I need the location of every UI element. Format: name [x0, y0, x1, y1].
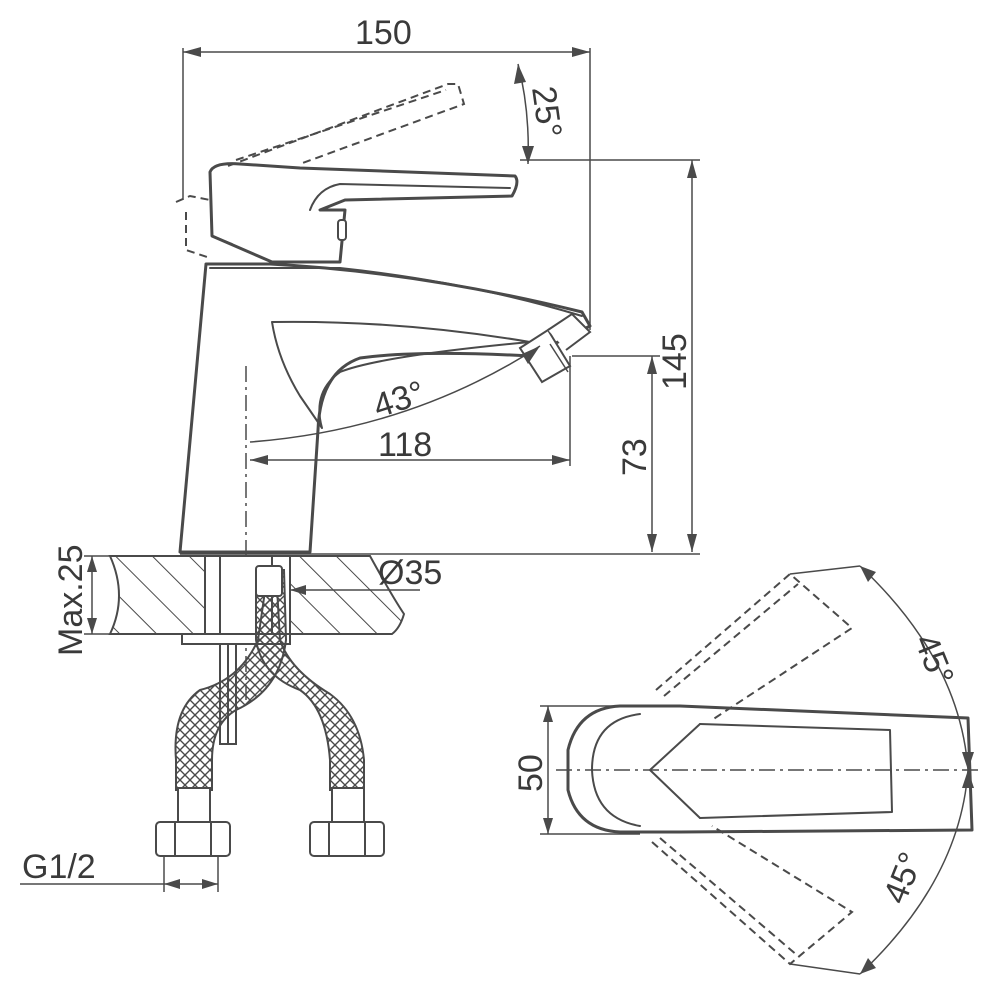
right-nut — [309, 787, 385, 857]
dimension-diameter-35: Ø35 — [290, 554, 442, 595]
dim-118-label: 118 — [378, 426, 432, 464]
handle-rotated-upper — [655, 572, 854, 721]
dim-g12-label: G1/2 — [22, 848, 96, 886]
dimension-thread-g12: G1/2 — [20, 848, 219, 892]
side-view: 150 25° — [20, 14, 700, 892]
dimension-mount-max-25: Max.25 — [52, 545, 118, 657]
dimension-angle-25: 25° — [514, 63, 569, 165]
handle-top — [566, 704, 974, 834]
faucet-body — [178, 262, 592, 554]
left-hose — [174, 569, 288, 791]
dimension-reach-118: 118 — [250, 356, 571, 466]
lever-pin — [337, 219, 347, 241]
dim-73-label: 73 — [616, 438, 654, 476]
dimension-width-150: 150 — [182, 14, 591, 330]
hose-connector — [255, 565, 283, 597]
angle-43-label: 43° — [369, 374, 430, 426]
dim-max25-label: Max.25 — [52, 545, 90, 657]
dim-150-label: 150 — [355, 14, 412, 52]
dim-145-label: 145 — [656, 333, 694, 390]
dim-50-label: 50 — [512, 754, 550, 792]
dimension-height-145: 145 — [520, 159, 700, 552]
handle-raised-outline — [175, 83, 466, 259]
rotation-upper-label: 45° — [907, 629, 961, 691]
dim-diameter-label: Ø35 — [378, 554, 442, 592]
dimension-width-50: 50 — [512, 705, 640, 835]
aerator — [518, 312, 592, 384]
handle-rotated-lower — [651, 825, 854, 966]
angle-25-label: 25° — [524, 84, 569, 140]
dimension-height-73: 73 — [572, 355, 660, 552]
top-view: 50 45° 45° — [512, 565, 980, 975]
handle — [208, 162, 519, 264]
left-nut — [155, 787, 231, 857]
